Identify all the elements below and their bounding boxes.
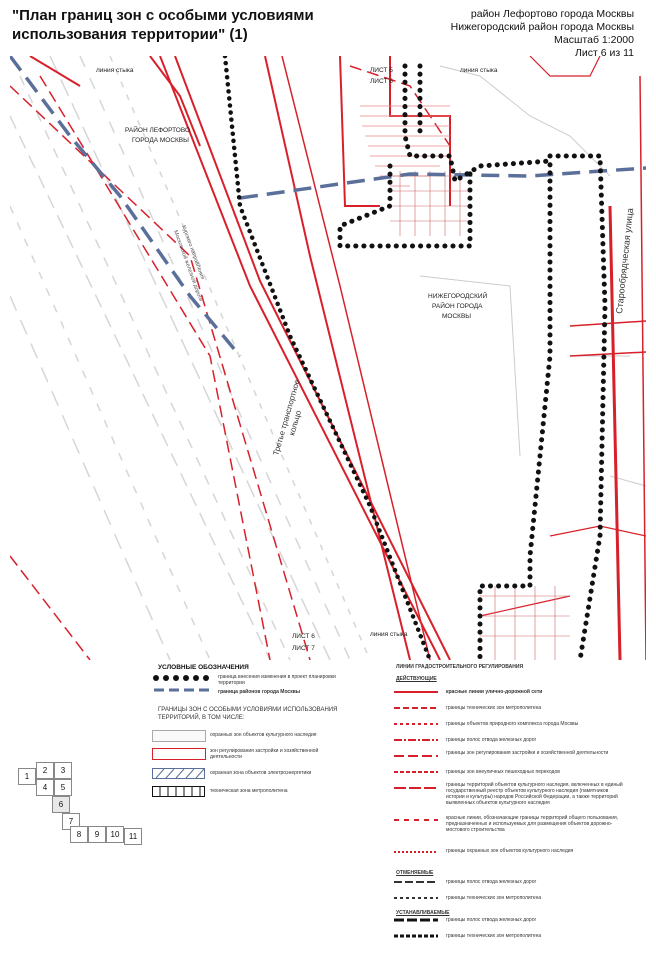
sheet-cell-8[interactable]: 8	[70, 826, 88, 843]
stitch-line-label-top-right: линия стыка	[460, 67, 498, 74]
legend-r5: границы зон регулирования застройки и хо…	[446, 750, 609, 756]
legend-zone4-label: техническая зона метрополитена	[210, 788, 288, 794]
dotted-boundary	[222, 53, 608, 663]
sheet-cell-10[interactable]: 10	[106, 826, 124, 843]
legend-zones-heading: ГРАНИЦЫ ЗОН С ОСОБЫМИ УСЛОВИЯМИ ИСПОЛЬЗО…	[158, 707, 338, 721]
legend-r8: красные линии, обозначающие границы терр…	[446, 815, 619, 833]
legend-zone1-label: охранных зон объектов культурного наслед…	[210, 732, 317, 738]
legend-swatch-zone4	[152, 786, 205, 797]
legend-r3: границы объектов природного комплекса го…	[446, 721, 579, 727]
legend-right-sub2: ОТМЕНЯЕМЫЕ	[396, 870, 434, 876]
scale-label: Масштаб 1:2000	[554, 34, 634, 46]
legend-swatch-zone3	[152, 768, 205, 779]
legend-r12: границы полос отвода железных дорог	[446, 917, 537, 923]
stitch-line-label-top-left: линия стыка	[96, 67, 134, 74]
district-line-2: Нижегородский район города Москвы	[450, 21, 634, 33]
nizh-label-1: НИЖЕГОРОДСКИЙ	[428, 291, 488, 300]
legend-zone2-label: зон регулирования застройки и хозяйствен…	[210, 748, 319, 760]
legend-dots-label: граница внесения изменения в проект план…	[218, 674, 336, 686]
sheet-cell-4[interactable]: 4	[36, 779, 54, 796]
legend-zone3-label: охранная зона объектов электроэнергетики	[210, 770, 312, 776]
legend-r6: границы зон внеуличных пешеходных перехо…	[446, 769, 560, 775]
legend-right-sub3: УСТАНАВЛИВАЕМЫЕ	[396, 910, 450, 916]
sheet-cell-9[interactable]: 9	[88, 826, 106, 843]
sheet-7-label: ЛИСТ 7	[292, 645, 315, 652]
sheet-cell-1[interactable]: 1	[18, 768, 36, 785]
sheet-index-grid: 1 2 3 4 5 6 7 8 9 10 11	[18, 762, 142, 845]
sheet-cell-6-current[interactable]: 6	[52, 796, 70, 813]
legend-title: УСЛОВНЫЕ ОБОЗНАЧЕНИЯ	[158, 664, 249, 671]
page-title: "План границ зон с особыми условиями исп…	[12, 7, 314, 43]
legend-r2: границы технических зон метрополитена	[446, 705, 542, 711]
sheet-cell-3[interactable]: 3	[54, 762, 72, 779]
stitch-line-label-bottom: линия стыка	[370, 631, 408, 638]
legend-right-sub1: ДЕЙСТВУЮЩИЕ	[396, 676, 437, 682]
legend-r4: границы полос отвода железных дорог	[446, 737, 537, 743]
nizh-label-3: МОСКВЫ	[442, 313, 471, 320]
legend-swatch-zone2	[152, 748, 206, 760]
legend-r1: красные линии улично-дорожной сети	[446, 689, 543, 695]
map-canvas: линия стыка линия стыка ЛИСТ 5 ЛИСТ 6 РА…	[8, 53, 647, 663]
sheet-cell-11[interactable]: 11	[124, 828, 142, 845]
legend-swatch-zone1	[152, 730, 206, 742]
sheet-cell-5[interactable]: 5	[54, 779, 72, 796]
legend-r9: границы охранных зон объектов культурног…	[446, 848, 574, 854]
nizh-label-2: РАЙОН ГОРОДА	[432, 301, 483, 310]
sheet-5-label: ЛИСТ 5	[370, 67, 393, 74]
lefortovo-label-2: ГОРОДА МОСКВЫ	[132, 137, 189, 144]
legend-r13: границы технических зон метрополитена	[446, 933, 542, 939]
map-frame[interactable]: линия стыка линия стыка ЛИСТ 5 ЛИСТ 6 РА…	[8, 53, 647, 663]
legend-r10: границы полос отвода железных дорог	[446, 879, 537, 885]
legend-districts-label: граница районов города Москвы	[218, 689, 301, 695]
red-lines	[29, 55, 647, 661]
sheet-6-top-label: ЛИСТ 6	[370, 78, 393, 85]
sheet-6-bottom-label: ЛИСТ 6	[292, 633, 315, 640]
legend-r7: границы территорий объектов культурного …	[446, 782, 623, 806]
background-hatching	[9, 55, 371, 661]
lefortovo-label-1: РАЙОН ЛЕФОРТОВО	[125, 125, 190, 134]
legend-swatches-top	[153, 675, 210, 692]
sheet-cell-2[interactable]: 2	[36, 762, 54, 779]
legend-r11: границы технических зон метрополитена	[446, 895, 542, 901]
header-info: район Лефортово города Москвы Нижегородс…	[451, 8, 634, 60]
district-line-1: район Лефортово города Москвы	[470, 8, 634, 20]
legend-right-title: ЛИНИИ ГРАДОСТРОИТЕЛЬНОГО РЕГУЛИРОВАНИЯ	[396, 664, 524, 670]
legend-right-swatches	[394, 691, 438, 938]
